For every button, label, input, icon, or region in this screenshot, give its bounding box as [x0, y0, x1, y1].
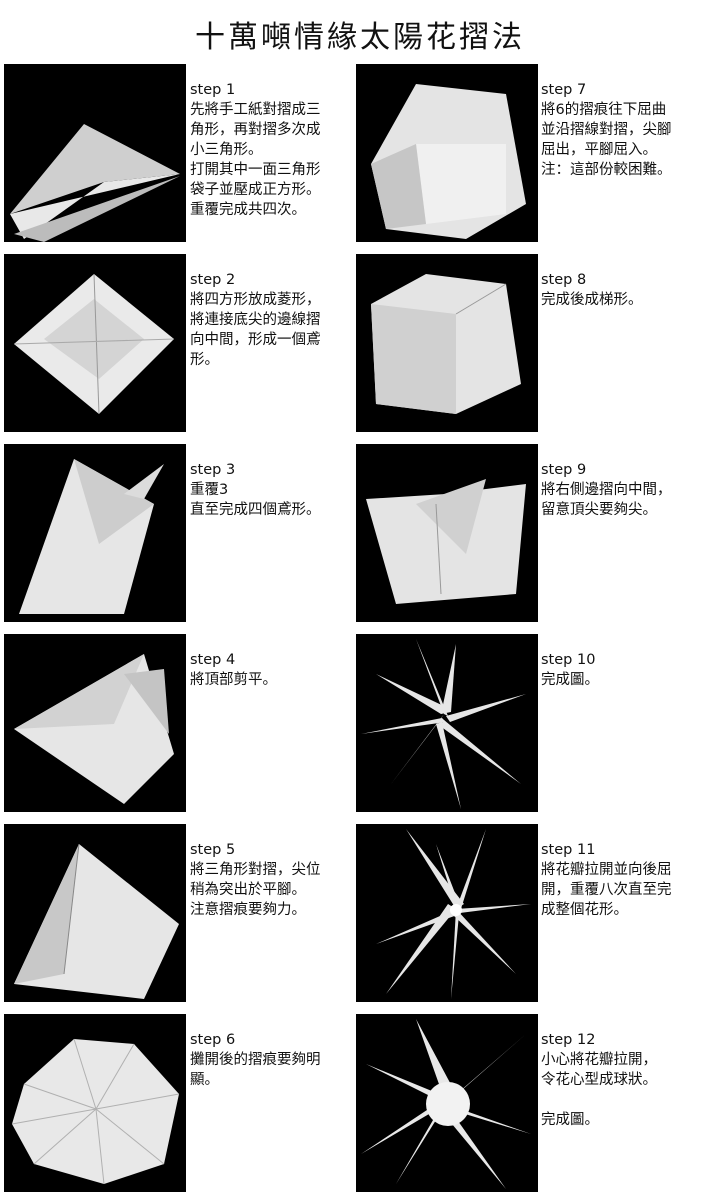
step-11-text: step 11 將花瓣拉開並向後屈 開，重覆八次直至完 成整個花形。: [541, 842, 672, 918]
step-label: step 1: [190, 82, 236, 98]
step-8-photo: [356, 254, 538, 432]
step-4-photo: [4, 634, 186, 812]
step-10-photo: [356, 634, 538, 812]
step-8-text: step 8 完成後成梯形。: [541, 272, 643, 308]
step-12-text: step 12 小心將花瓣拉開， 令花心型成球狀。 完成圖。: [541, 1032, 657, 1128]
page-title: 十萬噸情緣太陽花摺法: [195, 20, 525, 55]
step-1-text: step 1 先將手工紙對摺成三 角形，再對摺多次成 小三角形。 打開其中一面三…: [190, 80, 350, 220]
step-6-photo: [4, 1014, 186, 1192]
step-5-text: step 5 將三角形對摺，尖位 稍為突出於平腳。 注意摺痕要夠力。: [190, 842, 321, 918]
step-2-photo: [4, 254, 186, 432]
step-3-text: step 3 重覆3 直至完成四個鳶形。: [190, 462, 321, 518]
step-2-text: step 2 將四方形放成菱形， 將連接底尖的邊線摺 向中間，形成一個鳶 形。: [190, 272, 321, 368]
step-9-photo: [356, 444, 538, 622]
step-11-photo: [356, 824, 538, 1002]
step-7-photo: [356, 64, 538, 242]
step-6-text: step 6 攤開後的摺痕要夠明 顯。: [190, 1032, 321, 1088]
step-10-text: step 10 完成圖。: [541, 652, 599, 688]
step-7-text: step 7 將6的摺痕往下屈曲 並沿摺線對摺，尖腳 屈出，平腳屈入。 注：這部…: [541, 82, 672, 178]
step-12-photo: [356, 1014, 538, 1192]
step-3-photo: [4, 444, 186, 622]
step-9-text: step 9 將右側邊摺向中間， 留意頂尖要夠尖。: [541, 462, 672, 518]
step-1-photo: [4, 64, 186, 242]
step-4-text: step 4 將頂部剪平。: [190, 652, 277, 688]
step-5-photo: [4, 824, 186, 1002]
